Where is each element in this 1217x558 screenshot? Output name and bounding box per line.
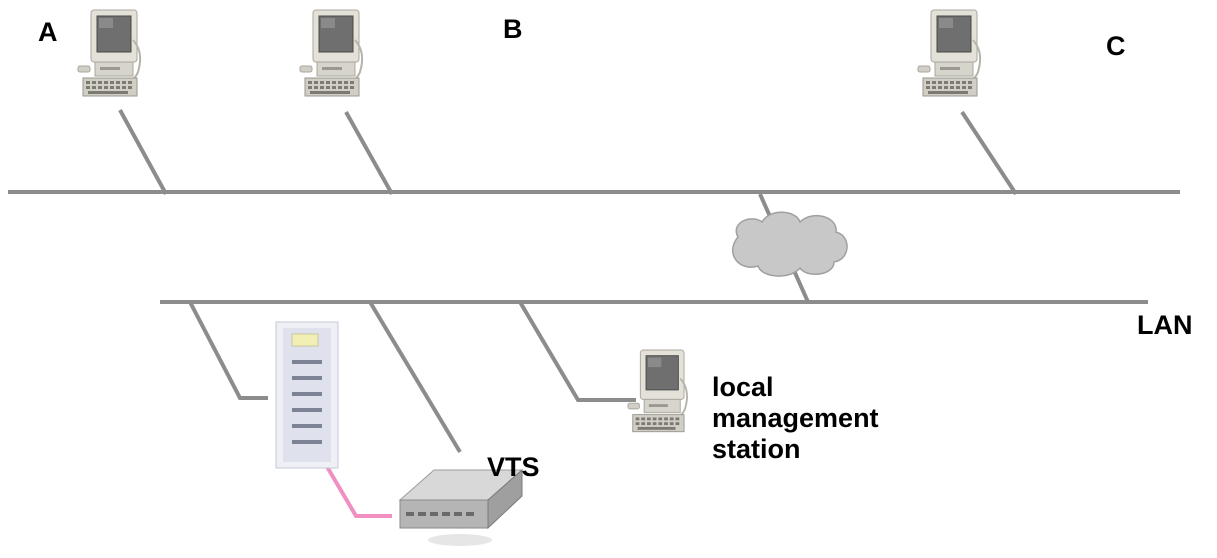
terminal-server-icon [398, 468, 524, 546]
serial-link [324, 463, 392, 518]
link-server [188, 301, 268, 400]
label-local-line-1: local [712, 372, 774, 402]
workstation-b-icon [299, 9, 364, 97]
link-a [118, 109, 168, 195]
cloud-network-icon [732, 211, 848, 277]
workstation-a-icon [77, 9, 142, 97]
label-vts: VTS [487, 452, 540, 482]
link-c [960, 110, 1018, 196]
label-b: B [503, 14, 523, 44]
workstation-c-icon [917, 9, 982, 97]
label-local-line-3: station [712, 434, 801, 464]
link-local-station [518, 300, 636, 402]
tower-server-icon [275, 321, 339, 469]
label-local-management-station: local management station [712, 372, 879, 465]
label-c: C [1106, 31, 1126, 61]
label-a: A [38, 17, 58, 47]
label-lan: LAN [1137, 310, 1193, 340]
link-vts [368, 300, 462, 454]
local-station-icon [627, 349, 688, 433]
label-local-line-2: management [712, 403, 879, 433]
link-b [344, 111, 394, 195]
